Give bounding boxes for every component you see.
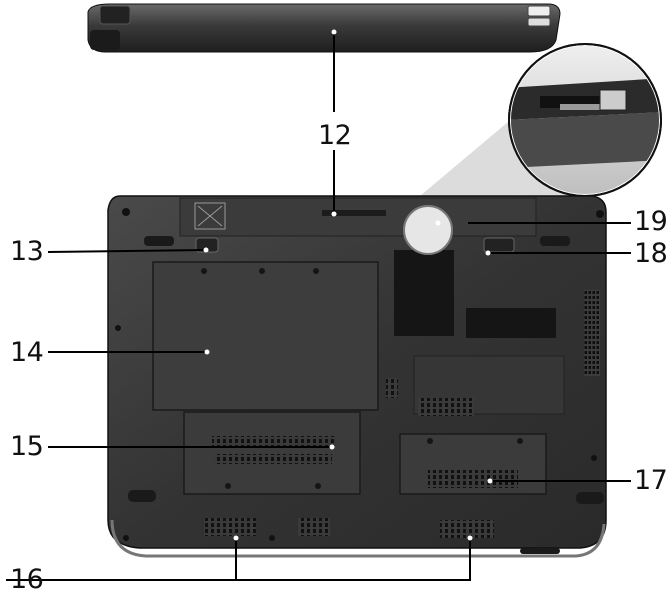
laptop-bottom-body	[107, 195, 607, 558]
callout-lines	[6, 30, 631, 581]
callout-label-19: 19	[634, 206, 668, 237]
battery-top-view	[87, 3, 561, 53]
callout-label-12: 12	[318, 120, 352, 151]
callout-label-17: 17	[634, 465, 668, 496]
callout-label-16: 16	[10, 564, 44, 595]
callout-label-13: 13	[10, 236, 44, 267]
callout-label-15: 15	[10, 431, 44, 462]
callout-label-18: 18	[634, 238, 668, 269]
callout-dots	[203, 29, 493, 541]
callout-label-14: 14	[10, 337, 44, 368]
